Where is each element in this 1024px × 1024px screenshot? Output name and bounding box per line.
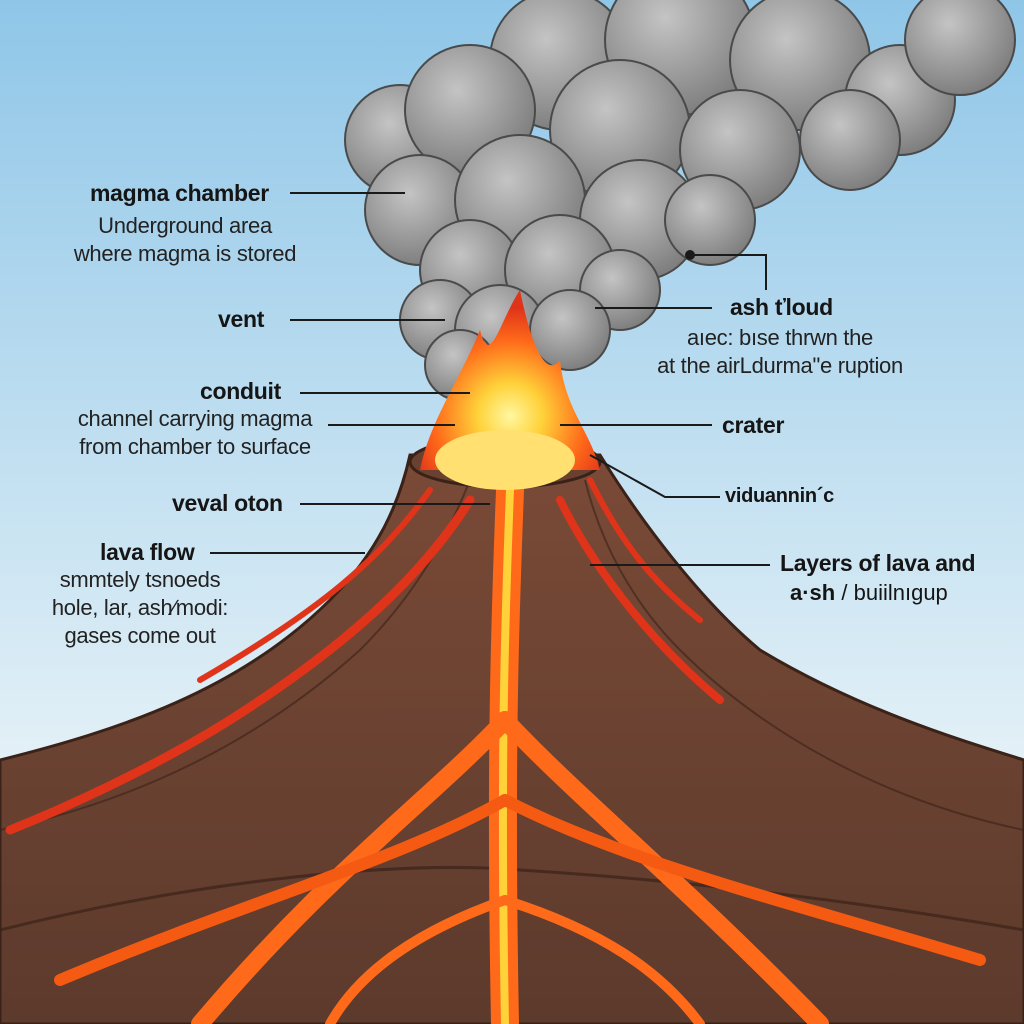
conduit-desc: channel carrying magma from chamber to s…: [70, 405, 320, 461]
ash-cloud-title: ash ťloud: [730, 294, 833, 320]
layers-ash-word: a·sh: [790, 580, 836, 605]
rock-layer-right: [584, 479, 1024, 831]
leader-lines: [210, 192, 770, 566]
eruption-fire: [420, 290, 600, 490]
magma-chamber-desc-line1: Underground area: [98, 213, 272, 238]
ash-cloud-desc-line1: aıec: bıse thrwn the: [687, 325, 873, 350]
lava-flow-title: lava flow: [100, 539, 195, 565]
layers-rest: / buiilnıgup: [841, 580, 948, 605]
lava-flow-desc: smmtely tsnoeds hole, lar, ash∕modi: gas…: [30, 566, 250, 650]
ground-layer: [0, 866, 1024, 932]
magma-chamber-title: magma chamber: [90, 180, 269, 206]
ash-cloud-marker: [685, 250, 695, 260]
conduit-title: conduit: [200, 378, 281, 404]
lava-flow-desc-line3: gases come out: [64, 623, 216, 648]
vidu-title: viduаnnin´c: [725, 485, 834, 507]
lava-flow-desc-line1: smmtely tsnoeds: [59, 567, 221, 592]
ash-cloud-desc: aıec: bıse thrwn the at the airLdurma"e …: [640, 324, 920, 380]
conduit-desc-line1: channel carrying magma: [77, 406, 313, 431]
conduit-desc-line2: from chamber to surface: [79, 434, 311, 459]
layers-title-line2: a·sh / buiilnıgup: [790, 580, 948, 606]
ash-cloud-desc-line2: at the airLdurma"e ruption: [657, 353, 903, 378]
ash-cloud: [344, 0, 1016, 401]
vent-option-title: veval oton: [172, 490, 283, 516]
magma-chamber-desc-line2: where magma is stored: [73, 241, 297, 266]
magma-chamber-desc: Underground area where magma is stored: [60, 212, 310, 268]
vent-title: vent: [218, 306, 265, 332]
crater-title: crater: [722, 412, 785, 438]
layers-title: Layers of lava and: [780, 550, 976, 576]
lava-flow-desc-line2: hole, lar, ash∕modi:: [51, 595, 229, 620]
lava-channels: [5, 476, 986, 1024]
